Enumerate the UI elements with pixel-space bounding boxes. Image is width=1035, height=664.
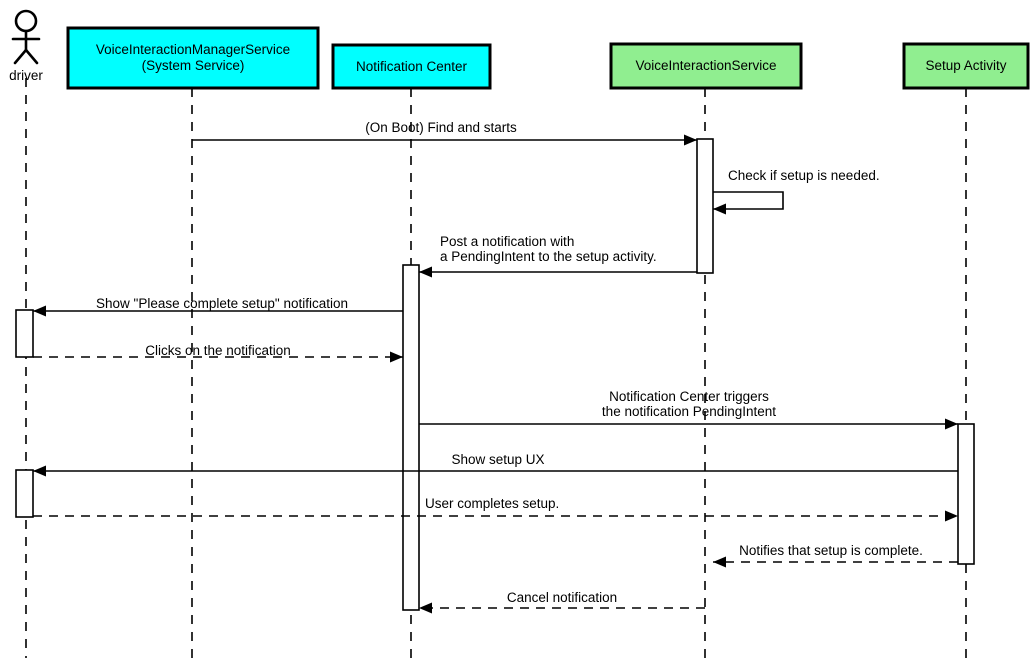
arrow-head xyxy=(33,465,46,477)
activation-bar-setup-activity xyxy=(957,423,975,565)
message-msg-9 xyxy=(713,556,958,568)
message-label-msg-7: Show setup UX xyxy=(451,452,545,467)
arrow-head xyxy=(419,266,432,278)
actor-driver xyxy=(11,9,41,65)
arrow-head xyxy=(945,418,958,430)
arrow-head xyxy=(713,203,726,215)
activation-bar-driver xyxy=(15,309,34,358)
message-msg-5 xyxy=(33,351,403,363)
message-msg-3 xyxy=(419,266,697,278)
actor-label-driver: driver xyxy=(9,68,43,83)
message-label-msg-4: Show "Please complete setup" notificatio… xyxy=(96,296,348,311)
lifelines-layer xyxy=(25,78,967,658)
participant-label-notification-center: Notification Center xyxy=(355,58,468,74)
message-msg-6 xyxy=(419,418,958,430)
participant-box-voice-interaction-service xyxy=(609,42,803,90)
activation-bar-driver xyxy=(15,469,34,518)
message-label-msg-5: Clicks on the notification xyxy=(145,343,291,358)
message-msg-8 xyxy=(33,510,958,522)
arrow-head xyxy=(684,134,697,146)
message-msg-4 xyxy=(33,305,403,317)
message-label-msg-2: Check if setup is needed. xyxy=(728,168,880,183)
message-label-msg-1: (On Boot) Find and starts xyxy=(365,120,517,135)
message-msg-10 xyxy=(419,602,705,614)
message-msg-2 xyxy=(713,191,784,215)
activation-bar-voice-interaction-service xyxy=(696,138,714,274)
message-label-msg-3: Post a notification with a PendingIntent… xyxy=(440,234,657,264)
arrow-head xyxy=(390,351,403,363)
arrow-head xyxy=(419,602,432,614)
activation-bars-layer xyxy=(15,138,975,611)
participant-boxes-layer xyxy=(11,9,1030,90)
participant-box-vims xyxy=(66,26,320,90)
arrow-head xyxy=(713,556,726,568)
participant-label-setup-activity: Setup Activity xyxy=(925,58,1007,73)
message-arrows-layer xyxy=(33,134,958,614)
message-label-msg-9: Notifies that setup is complete. xyxy=(739,543,923,558)
arrow-head xyxy=(33,305,46,317)
self-call-path xyxy=(713,191,784,210)
message-label-msg-10: Cancel notification xyxy=(506,590,618,605)
message-label-msg-6: Notification Center triggers the notific… xyxy=(601,389,777,419)
message-msg-7 xyxy=(33,465,958,477)
participant-label-voice-interaction-service: VoiceInteractionService xyxy=(635,58,777,73)
activation-bar-notification-center xyxy=(402,264,420,611)
participant-box-notification-center xyxy=(331,43,492,90)
arrow-head xyxy=(945,510,958,522)
message-msg-1 xyxy=(192,134,697,146)
participant-box-setup-activity xyxy=(902,42,1030,90)
message-label-msg-8: User completes setup. xyxy=(425,496,560,511)
participant-label-vims: VoiceInteractionManagerService (System S… xyxy=(95,42,291,73)
